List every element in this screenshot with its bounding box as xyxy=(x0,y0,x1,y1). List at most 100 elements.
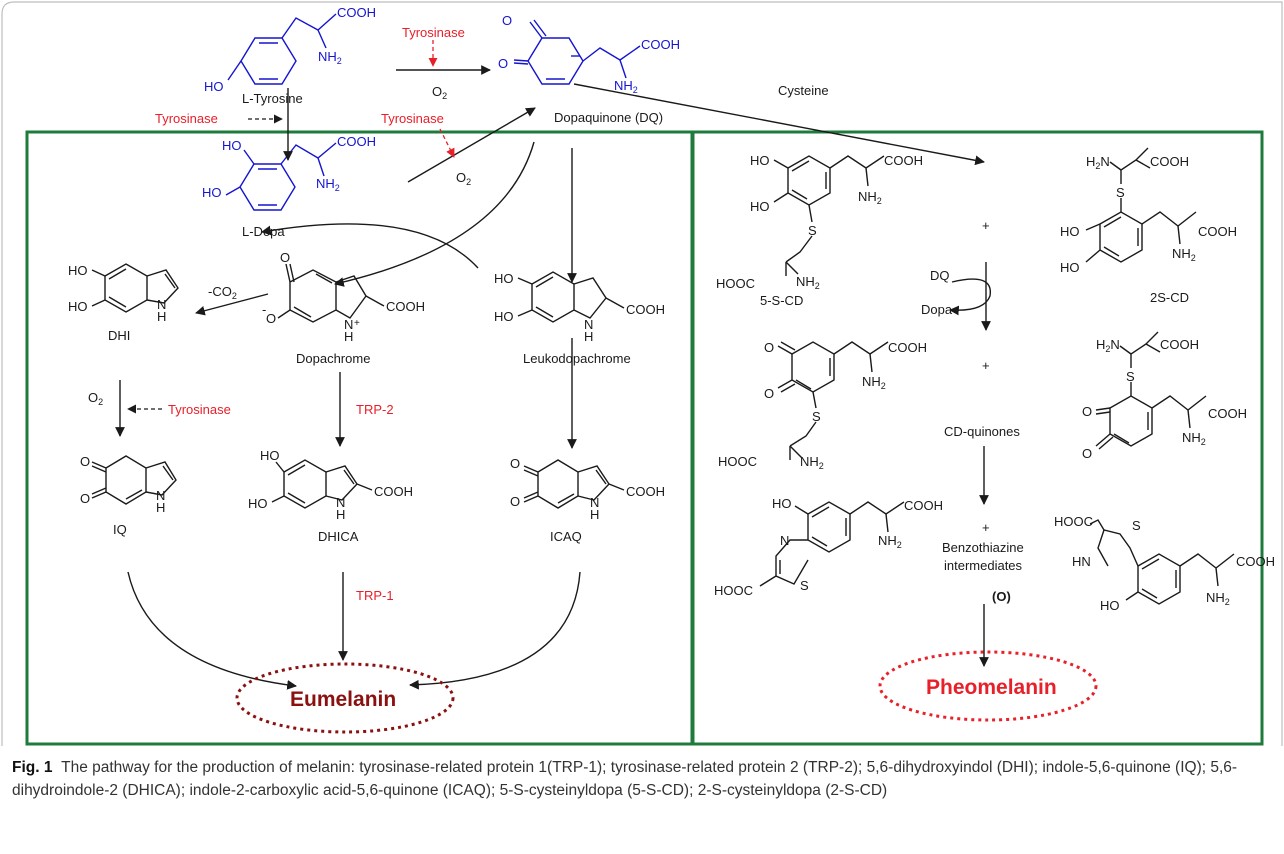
dhi-n: N xyxy=(157,297,166,312)
plus-3: + xyxy=(982,520,990,535)
cdq1-o-2: O xyxy=(764,386,774,401)
icaq-o-2: O xyxy=(510,494,520,509)
bt2-nh2: NH2 xyxy=(1206,590,1230,607)
scd5-structure xyxy=(773,155,885,276)
dopa-ho-1: HO xyxy=(222,138,242,153)
cdquinone2-structure xyxy=(1095,331,1207,450)
eumelanin-label: Eumelanin xyxy=(290,688,396,711)
pheomelanin-label: Pheomelanin xyxy=(926,676,1057,699)
cdq1-s: S xyxy=(812,409,821,424)
o2-label-a: O2 xyxy=(432,84,447,101)
oxidation-label: (O) xyxy=(992,589,1011,604)
dq-o-1: O xyxy=(502,13,512,28)
dopa-structure xyxy=(225,142,337,211)
icaq-h: H xyxy=(590,507,599,522)
figure-number: Fig. 1 xyxy=(12,759,53,776)
scd2-ho-1: HO xyxy=(1060,224,1080,239)
scd5-ho-2: HO xyxy=(750,199,770,214)
bt2-hn: HN xyxy=(1072,554,1091,569)
scd5-s: S xyxy=(808,223,817,238)
cdq2-o-1: O xyxy=(1082,404,1092,419)
bt1-nh2: NH2 xyxy=(878,533,902,550)
scd2-structure xyxy=(1085,147,1197,263)
leukodopachrome-label: Leukodopachrome xyxy=(523,351,631,366)
leukodopachrome-structure xyxy=(517,271,625,323)
tyrosine-cooh: COOH xyxy=(337,5,376,20)
dhi-label: DHI xyxy=(108,328,130,343)
cdq1-hooc: HOOC xyxy=(718,454,757,469)
bt2-cooh: COOH xyxy=(1236,554,1275,569)
dopa-label: L-Dopa xyxy=(242,224,285,239)
scd2-ho-2: HO xyxy=(1060,260,1080,275)
bt1-n: N xyxy=(780,533,789,548)
scd2-h2n: H2N xyxy=(1086,154,1110,171)
dopa-small-label: Dopa xyxy=(921,302,953,317)
dhi-ho-1: HO xyxy=(68,263,88,278)
eumelanin-ellipse xyxy=(235,662,455,734)
leuko-ho-2: HO xyxy=(494,309,514,324)
tyrosine-nh2: NH2 xyxy=(318,49,342,66)
cdquinone1-structure xyxy=(777,341,889,460)
pathway-arrows xyxy=(115,65,991,690)
dhi-ho-2: HO xyxy=(68,299,88,314)
cdq1-nh2-b: NH2 xyxy=(800,454,824,471)
bt2-hooc: HOOC xyxy=(1054,514,1093,529)
scd2-cooh-2: COOH xyxy=(1198,224,1237,239)
dopachrome-n: N xyxy=(344,317,353,332)
dhica-structure xyxy=(271,459,373,509)
dq-small-label: DQ xyxy=(930,268,950,283)
dopachrome-plus: + xyxy=(354,318,360,329)
dhica-ho-2: HO xyxy=(248,496,268,511)
cysteine-label: Cysteine xyxy=(778,83,829,98)
iq-o-2: O xyxy=(80,491,90,506)
trp2-label: TRP-2 xyxy=(356,402,394,417)
dopachrome-structure xyxy=(277,263,385,323)
cdq2-h2n: H2N xyxy=(1096,337,1120,354)
cdq2-cooh: COOH xyxy=(1160,337,1199,352)
scd5-ho-1: HO xyxy=(750,153,770,168)
tyrosine-label: L-Tyrosine xyxy=(242,91,303,106)
cdq2-o-2: O xyxy=(1082,446,1092,461)
iq-o-1: O xyxy=(80,454,90,469)
dopa-cooh: COOH xyxy=(337,134,376,149)
plus-1: + xyxy=(982,218,990,233)
leuko-cooh: COOH xyxy=(626,302,665,317)
tyrosinase-label-1: Tyrosinase xyxy=(402,25,465,40)
scd5-cooh: COOH xyxy=(884,153,923,168)
icaq-structure xyxy=(523,459,625,509)
plus-2: + xyxy=(982,358,990,373)
tyrosinase-label-4: Tyrosinase xyxy=(168,402,231,417)
caption-text: The pathway for the production of melani… xyxy=(12,759,1238,799)
cdq1-nh2: NH2 xyxy=(862,374,886,391)
dhi-structure xyxy=(91,263,179,313)
cdq2-s: S xyxy=(1126,369,1135,384)
scd5-nh2: NH2 xyxy=(858,189,882,206)
dopaquinone-structure xyxy=(513,19,641,85)
dopa-ho-2: HO xyxy=(202,185,222,200)
cdq2-nh2: NH2 xyxy=(1182,430,1206,447)
dopachrome-o: O xyxy=(280,250,290,265)
structures xyxy=(91,13,1235,605)
scd5-label: 5-S-CD xyxy=(760,293,803,308)
dhica-h: H xyxy=(336,507,345,522)
dopa-nh2: NH2 xyxy=(316,176,340,193)
iq-label: IQ xyxy=(113,522,127,537)
dopachrome-minus: - xyxy=(262,302,266,317)
enzyme-arrows xyxy=(127,40,455,414)
tyrosine-ho: HO xyxy=(204,79,224,94)
dhica-ho-1: HO xyxy=(260,448,280,463)
icaq-cooh: COOH xyxy=(626,484,665,499)
tyrosinase-label-3: Tyrosinase xyxy=(381,111,444,126)
leuko-ho-1: HO xyxy=(494,271,514,286)
labels: COOH HO NH2 L-Tyrosine Tyrosinase O2 O O… xyxy=(68,5,1275,711)
o2-label-c: O2 xyxy=(88,390,103,407)
dopachrome-label: Dopachrome xyxy=(296,351,370,366)
pheomelanin-box xyxy=(691,130,1264,746)
dhica-cooh: COOH xyxy=(374,484,413,499)
figure-caption: Fig. 1 The pathway for the production of… xyxy=(12,756,1274,802)
dq-o-2: O xyxy=(498,56,508,71)
iq-n: N xyxy=(156,488,165,503)
icaq-label: ICAQ xyxy=(550,529,582,544)
